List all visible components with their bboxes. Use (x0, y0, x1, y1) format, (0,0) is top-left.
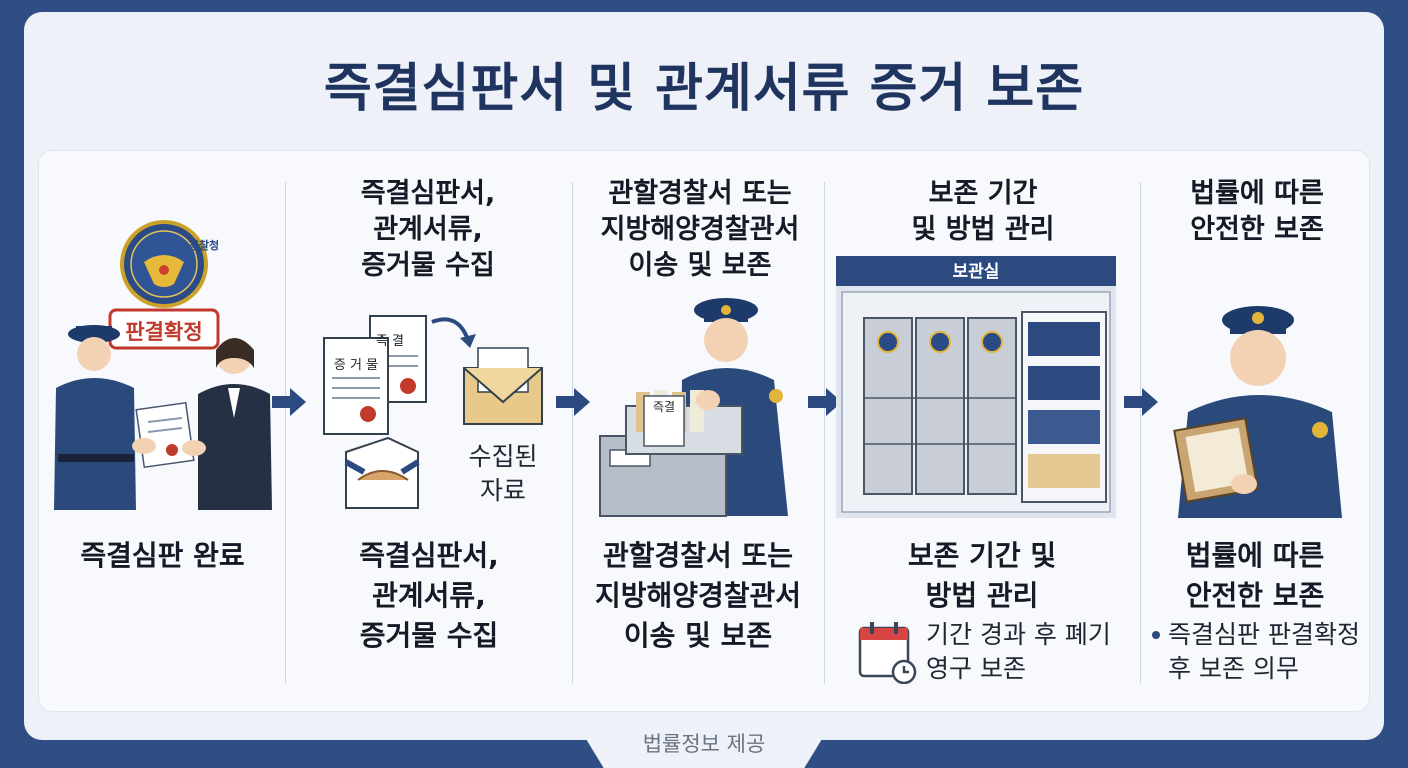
caption-line: 이송 및 보존 (623, 619, 773, 652)
heading-line: 관계서류, (373, 214, 483, 245)
officer-clipboard-illustration (1173, 306, 1342, 518)
police-handover-illustration (54, 220, 272, 510)
step-4-heading: 보존 기간 및 방법 관리 (838, 176, 1128, 248)
caption-line: 관할경찰서 또는 (602, 539, 794, 572)
caption-line: 즉결심판 완료 (80, 539, 245, 572)
step-4-caption: 보존 기간 및 방법 관리 (824, 536, 1140, 616)
step-3-heading: 관할경찰서 또는 지방해양경찰관서 이송 및 보존 (576, 176, 824, 284)
handshake-icon (344, 436, 420, 509)
storage-label: 보관실 (952, 262, 1000, 282)
heading-line: 안전한 보존 (1190, 214, 1324, 245)
step-5-caption: 법률에 따른 안전한 보존 (1140, 536, 1370, 616)
caption-line: 안전한 보존 (1185, 579, 1325, 612)
document-collection-illustration (323, 315, 543, 509)
step-1-caption: 즉결심판 완료 (40, 536, 285, 576)
flow-arrow-icon (1124, 388, 1158, 416)
step-3-caption: 관할경찰서 또는 지방해양경찰관서 이송 및 보존 (572, 536, 824, 656)
emblem-label: 경찰청 (188, 239, 220, 252)
step-divider (824, 182, 825, 684)
step-divider (1140, 182, 1141, 684)
document-label: 증 거 물 (333, 358, 379, 373)
note-line: 기간 경과 후 폐기 (926, 620, 1111, 649)
envelope-icon (463, 347, 543, 425)
officer-icon (54, 325, 136, 510)
caption-line: 보존 기간 및 (907, 539, 1057, 572)
obligation-notes: 즉결심판 판결확정 후 보존 의무 (1168, 618, 1368, 686)
note-line: 후 보존 의무 (1168, 654, 1299, 683)
footer-label: 법률정보 제공 (642, 732, 766, 756)
step-2-heading: 즉결심판서, 관계서류, 증거물 수집 (300, 176, 556, 284)
caption-line: 즉결심판서, (359, 539, 499, 572)
caption-line: 방법 관리 (925, 579, 1039, 612)
note-line: 즉결심판 판결확정 (1168, 620, 1360, 649)
collected-label: 수집된 자료 (458, 440, 548, 508)
filing-cabinet-icon (599, 390, 743, 517)
collected-label-line: 수집된 (468, 442, 538, 471)
flow-arrow-icon (272, 388, 306, 416)
flow-arrow-icon (808, 388, 842, 416)
officer-filing-illustration (599, 298, 788, 517)
caption-line: 지방해양경찰관서 (594, 579, 802, 612)
page-title: 즉결심판서 및 관계서류 증거 보존 (323, 59, 1085, 119)
heading-line: 및 방법 관리 (911, 214, 1055, 245)
calendar-clock-icon (858, 622, 917, 684)
caption-line: 법률에 따른 (1185, 539, 1325, 572)
retention-notes: 기간 경과 후 폐기 영구 보존 (926, 618, 1136, 686)
heading-line: 지방해양경찰관서 (600, 214, 800, 245)
caption-line: 증거물 수집 (359, 619, 499, 652)
judgment-document-icon (135, 401, 195, 469)
citizen-icon (198, 338, 272, 510)
heading-line: 즉결심판서, (360, 178, 496, 209)
heading-line: 보존 기간 (928, 178, 1038, 209)
police-emblem-icon (120, 220, 208, 308)
flow-arrow-icon (556, 388, 590, 416)
folder-label: 즉결 (652, 400, 676, 414)
heading-line: 이송 및 보존 (628, 250, 772, 281)
step-divider (572, 182, 573, 684)
heading-line: 관할경찰서 또는 (608, 178, 792, 209)
collected-label-line: 자료 (479, 476, 526, 505)
note-line: 영구 보존 (926, 654, 1026, 683)
footer-tab (572, 716, 836, 768)
step-2-caption: 즉결심판서, 관계서류, 증거물 수집 (286, 536, 572, 656)
evidence-document-icon (323, 337, 389, 435)
curved-arrow-icon (431, 317, 470, 341)
binder-shelf-icon (1021, 311, 1107, 503)
bullet-icon (1152, 631, 1160, 639)
step-divider (285, 182, 286, 684)
step-5-heading: 법률에 따른 안전한 보존 (1144, 176, 1370, 248)
heading-line: 법률에 따른 (1190, 178, 1324, 209)
storage-locker-icon (863, 317, 1017, 495)
heading-line: 증거물 수집 (361, 250, 495, 281)
storage-room-illustration (836, 256, 1116, 518)
document-label: 즉 결 (375, 334, 405, 349)
stamp-label: 판결확정 (125, 320, 203, 344)
caption-line: 관계서류, (372, 579, 486, 612)
